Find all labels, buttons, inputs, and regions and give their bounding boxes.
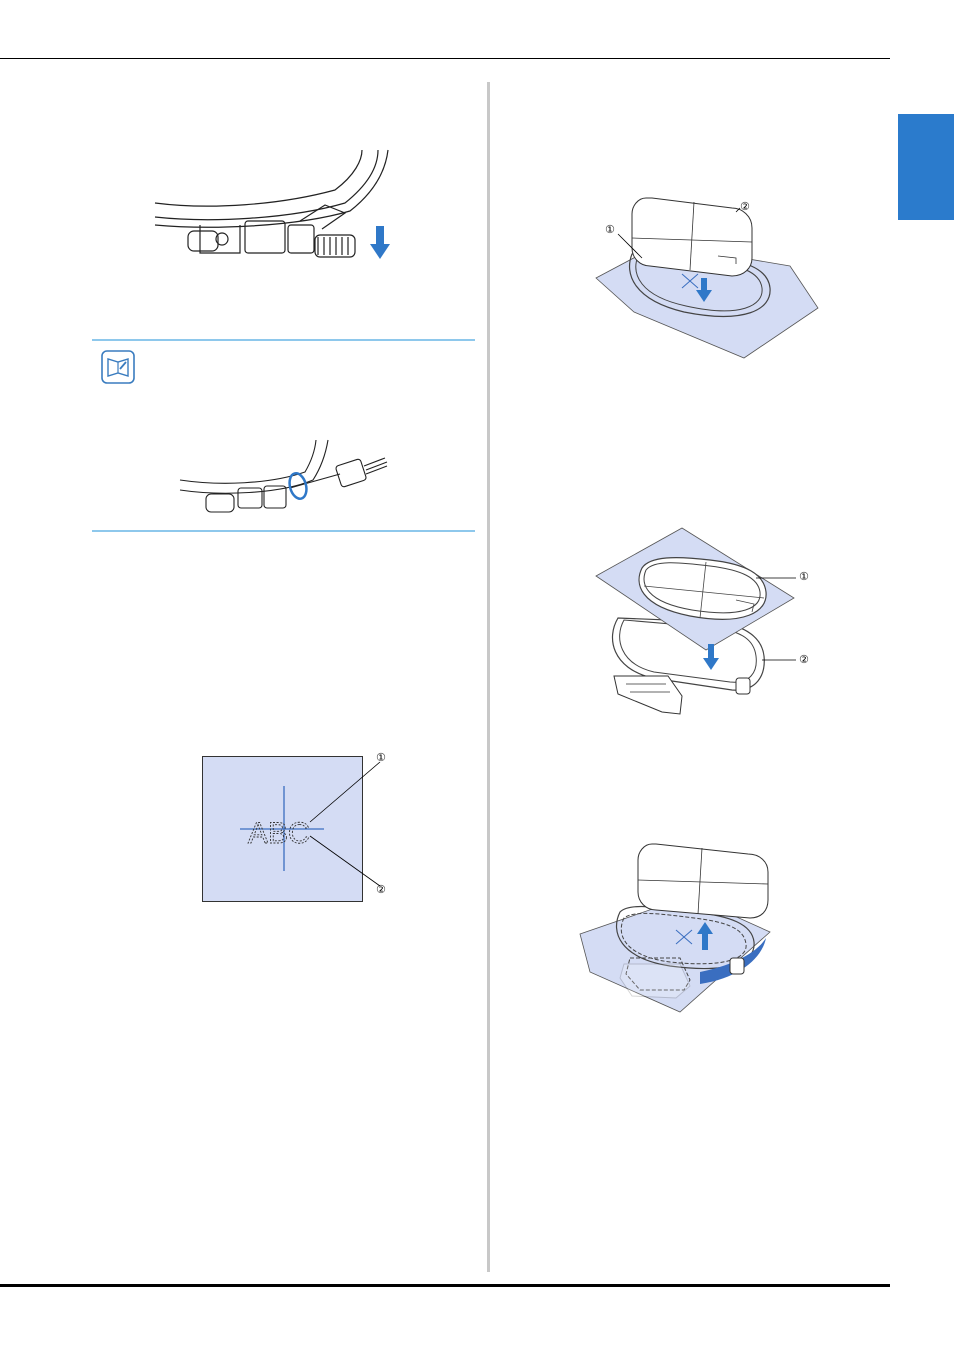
- chapter-tab: [898, 114, 954, 220]
- memo-bottom-rule: [92, 530, 475, 532]
- footer-rule: [0, 1284, 890, 1287]
- header-rule: [0, 58, 890, 59]
- abc-callout-1: ①: [376, 752, 386, 763]
- abc-text: ABC: [248, 817, 310, 850]
- down-arrow-icon: [370, 226, 390, 260]
- fig-screwdriver: [180, 440, 390, 520]
- hoop-callout-1: ①: [799, 571, 809, 582]
- fig-hoop-frames: [596, 526, 820, 722]
- fig-abc-fabric: ABC: [202, 756, 364, 903]
- fig-remove-template: [580, 840, 776, 1016]
- abc-callout-2: ②: [376, 884, 386, 895]
- template-callout-2: ②: [740, 201, 750, 212]
- template-callout-1: ①: [605, 224, 615, 235]
- hoop-callout-2: ②: [799, 654, 809, 665]
- column-divider: [487, 82, 490, 1272]
- fig-template-on-hoop: [594, 192, 824, 362]
- fig-hoop-clamp: [150, 145, 400, 270]
- memo-book-icon: [101, 350, 135, 384]
- memo-top-rule: [92, 339, 475, 341]
